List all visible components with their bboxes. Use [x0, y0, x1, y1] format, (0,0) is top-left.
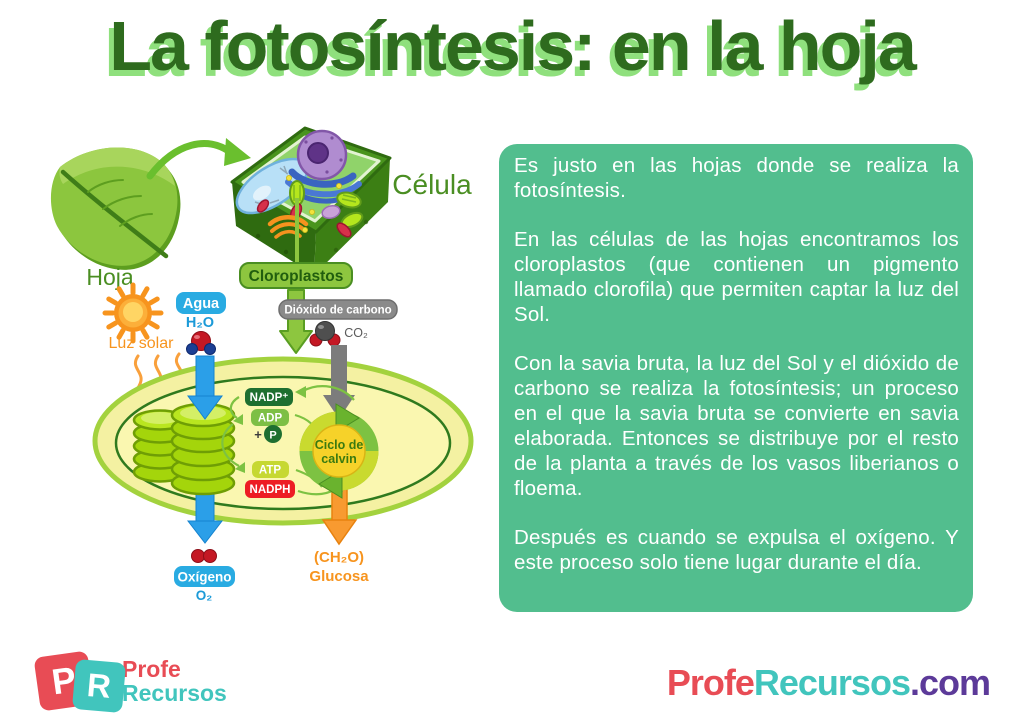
- svg-text:Ciclo de: Ciclo de: [315, 438, 364, 452]
- svg-text:Dióxido de carbono: Dióxido de carbono: [284, 305, 391, 317]
- svg-text:Cloroplastos: Cloroplastos: [249, 268, 344, 285]
- water-arrowhead-on-grana: [187, 395, 223, 420]
- website-text: ProfeRecursos.com: [666, 662, 991, 704]
- cell-illustration: [230, 126, 392, 275]
- leaf-label: Hoja: [86, 264, 134, 290]
- svg-text:NADPH: NADPH: [250, 484, 291, 496]
- explanation-panel: Es justo en las hojas donde se realiza l…: [499, 144, 973, 612]
- oxygen-badge: Oxígeno: [174, 566, 235, 587]
- panel-paragraph: Con la savia bruta, la luz del Sol y el …: [514, 352, 959, 500]
- photosynthesis-diagram: Hoja: [50, 126, 474, 603]
- nadph-badge: NADPH: [245, 480, 295, 498]
- svg-text:+: +: [254, 427, 262, 442]
- leaf-illustration: [50, 147, 181, 270]
- oxygen-molecule-icon: [191, 549, 217, 563]
- water-formula: H₂O: [186, 315, 214, 331]
- svg-text:ADP: ADP: [258, 413, 283, 425]
- logo-r-letter: R: [85, 666, 113, 705]
- page-title: La fotosíntesis: en la hoja: [109, 7, 917, 85]
- site-recursos: Recursos: [753, 662, 911, 703]
- sun-icon: [102, 282, 164, 344]
- atp-badge: ATP: [252, 461, 289, 478]
- site-profe: Profe: [666, 662, 755, 703]
- organelle: [321, 205, 341, 219]
- brand-line1: Profe: [122, 656, 181, 682]
- adp-badge: ADP: [251, 409, 289, 426]
- site-com: .com: [909, 662, 991, 703]
- chloroplasts-badge: Cloroplastos: [239, 262, 353, 289]
- profe-recursos-logo: P R Profe Recursos: [33, 650, 266, 720]
- co2-formula: CO₂: [344, 326, 368, 340]
- brand-text: Profe Recursos: [122, 656, 227, 706]
- svg-text:NADP⁺: NADP⁺: [250, 392, 289, 404]
- svg-text:P: P: [269, 430, 276, 442]
- grana-stack-right: [170, 402, 236, 496]
- leaf-vein: [60, 169, 169, 259]
- nadp-badge: NADP⁺: [245, 388, 293, 406]
- yellow-vesicles: [285, 174, 342, 233]
- svg-text:ATP: ATP: [259, 465, 281, 477]
- co2-badge: Dióxido de carbono: [278, 299, 398, 320]
- leaf-to-cell-arrow-icon: [146, 138, 251, 180]
- water-molecule-icon: [186, 331, 216, 355]
- calvin-cycle: Ciclo de calvin: [299, 403, 379, 499]
- co2-molecule-icon: [309, 321, 341, 347]
- brand-line2: Recursos: [122, 679, 227, 706]
- svg-text:calvin: calvin: [321, 452, 356, 466]
- panel-paragraph: Es justo en las hojas donde se realiza l…: [514, 154, 959, 202]
- nucleus: [296, 129, 348, 181]
- phosphate-badge: + P: [254, 425, 282, 443]
- small-chloroplasts: [289, 180, 364, 229]
- svg-text:Oxígeno: Oxígeno: [177, 570, 231, 585]
- panel-paragraph: En las células de las hojas encontramos …: [514, 228, 959, 326]
- svg-text:Agua: Agua: [183, 296, 220, 312]
- sunlight-label: Luz solar: [109, 335, 175, 352]
- water-badge: Agua: [176, 292, 226, 314]
- cell-label: Célula: [392, 169, 472, 200]
- glucose-label: Glucosa: [309, 568, 369, 585]
- panel-paragraph: Después es cuando se expulsa el oxígeno.…: [514, 526, 959, 574]
- logo-r-square: R: [71, 658, 127, 714]
- oxygen-formula: O₂: [196, 588, 213, 603]
- glucose-formula: (CH₂O): [314, 549, 364, 566]
